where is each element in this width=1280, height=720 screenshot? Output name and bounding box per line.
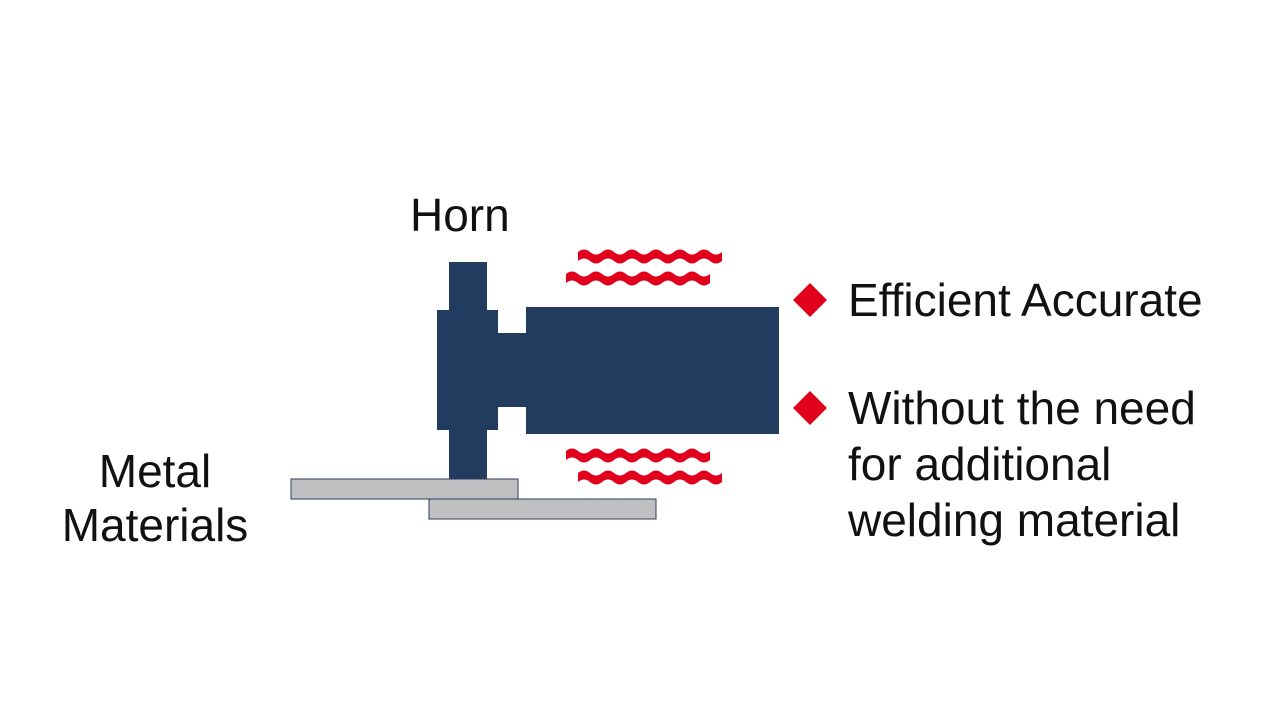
horn-flange	[437, 310, 498, 430]
horn-body	[526, 307, 779, 434]
feature-text-line: Efficient Accurate	[848, 274, 1203, 326]
horn-shape	[437, 262, 779, 480]
feature-text-line: Without the need	[848, 382, 1196, 434]
vibration-waves	[566, 249, 722, 485]
feature-item-efficient: Efficient Accurate	[790, 272, 1270, 328]
metal-materials-label: Metal Materials	[40, 444, 270, 552]
vibration-wave-icon	[578, 470, 722, 485]
feature-text: Efficient Accurate	[848, 272, 1270, 328]
metal-materials-label-line: Metal	[98, 445, 212, 497]
feature-list: Efficient Accurate Without the need for …	[790, 272, 1270, 548]
feature-item-no-filler: Without the need for additional welding …	[790, 380, 1270, 548]
metal-materials-label-line: Materials	[61, 499, 249, 551]
red-diamond-icon	[793, 391, 827, 425]
vibration-wave-icon	[566, 271, 710, 286]
feature-text-line: for additional	[848, 438, 1112, 490]
red-diamond-icon	[793, 283, 827, 317]
feature-text-line: welding material	[848, 494, 1181, 546]
horn-bottom-stem	[449, 428, 487, 480]
vibration-wave-icon	[566, 448, 710, 463]
feature-text: Without the need for additional welding …	[848, 380, 1270, 548]
metal-plate-upper	[290, 478, 519, 500]
horn-neck	[496, 333, 528, 407]
horn-top-stem	[449, 262, 487, 312]
horn-label: Horn	[410, 189, 510, 241]
vibration-wave-icon	[578, 249, 722, 264]
metal-plate-lower	[428, 498, 657, 520]
